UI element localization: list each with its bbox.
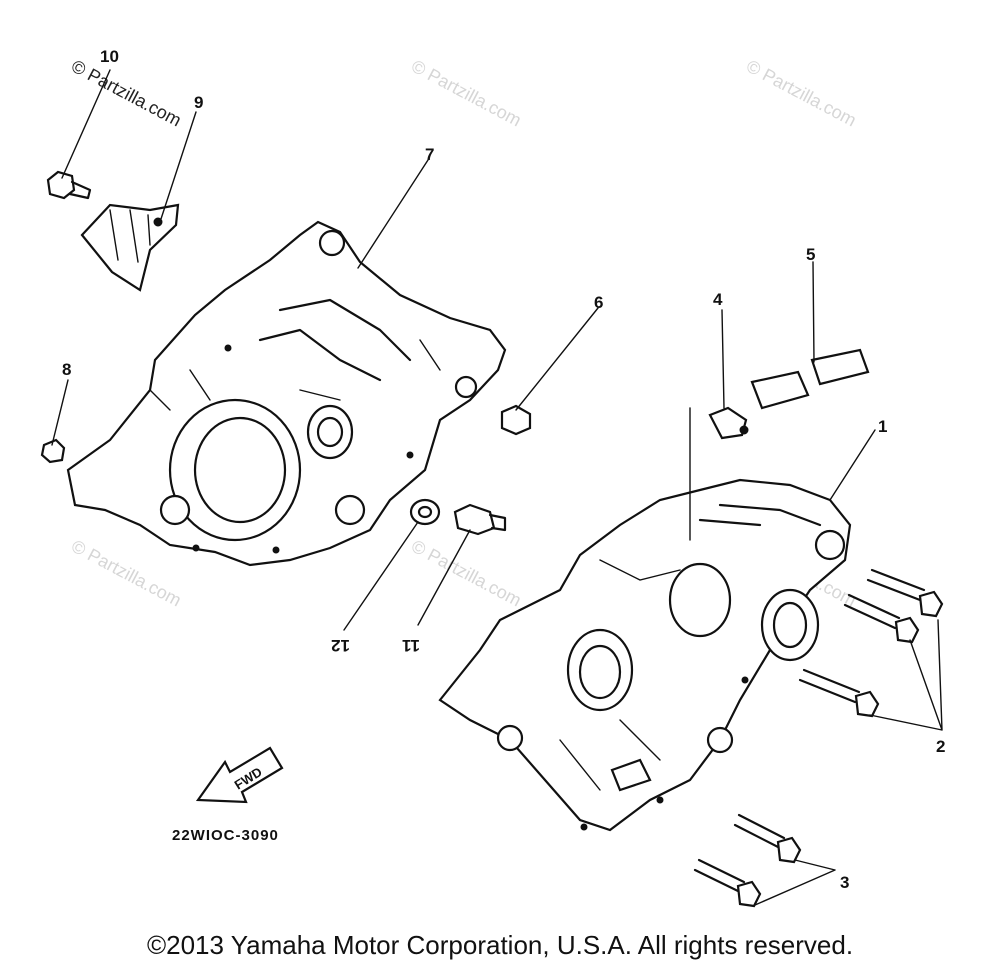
callout-12: 12 — [331, 636, 350, 655]
part-2-bolts — [798, 568, 944, 718]
callout-3: 3 — [840, 873, 849, 892]
callout-7: 7 — [425, 145, 434, 164]
callout-6: 6 — [594, 293, 603, 312]
diagram-code: 22WIOC-3090 — [172, 827, 279, 844]
part-11-drain-plug — [453, 503, 507, 536]
callout-4: 4 — [713, 290, 723, 309]
callout-8: 8 — [62, 360, 71, 379]
part-8-plug — [40, 438, 66, 464]
callout-5: 5 — [806, 245, 815, 264]
part-7-left-crankcase — [66, 220, 507, 567]
part-12-washer — [409, 498, 441, 526]
leader-lines — [51, 69, 943, 906]
crankcase-parts-diagram: © Partzilla.com © Partzilla.com © Partzi… — [40, 47, 945, 908]
watermark-top-center: © Partzilla.com — [408, 56, 524, 131]
callout-1: 1 — [878, 417, 887, 436]
watermark-top-left: © Partzilla.com — [68, 56, 184, 131]
copyright-notice: ©2013 Yamaha Motor Corporation, U.S.A. A… — [146, 930, 854, 960]
callout-numbers: 1 2 3 4 5 6 7 8 9 10 11 12 — [62, 47, 945, 892]
part-6-dowel — [500, 404, 532, 436]
part-3-bolts — [693, 813, 802, 908]
watermark-top-right: © Partzilla.com — [743, 56, 859, 131]
fwd-arrow-icon: FWD — [195, 746, 284, 804]
part-5-hose — [750, 348, 870, 410]
part-1-right-crankcase — [438, 478, 852, 832]
watermark-mid-center: © Partzilla.com — [408, 536, 524, 611]
callout-11: 11 — [402, 636, 420, 655]
callout-2: 2 — [936, 737, 945, 756]
part-4-elbow-fitting — [708, 406, 749, 440]
watermark-mid-left: © Partzilla.com — [68, 536, 184, 611]
callout-9: 9 — [194, 93, 203, 112]
part-10-bolt — [46, 170, 92, 200]
callout-10: 10 — [100, 47, 119, 66]
part-9-cover-plate — [80, 203, 180, 292]
